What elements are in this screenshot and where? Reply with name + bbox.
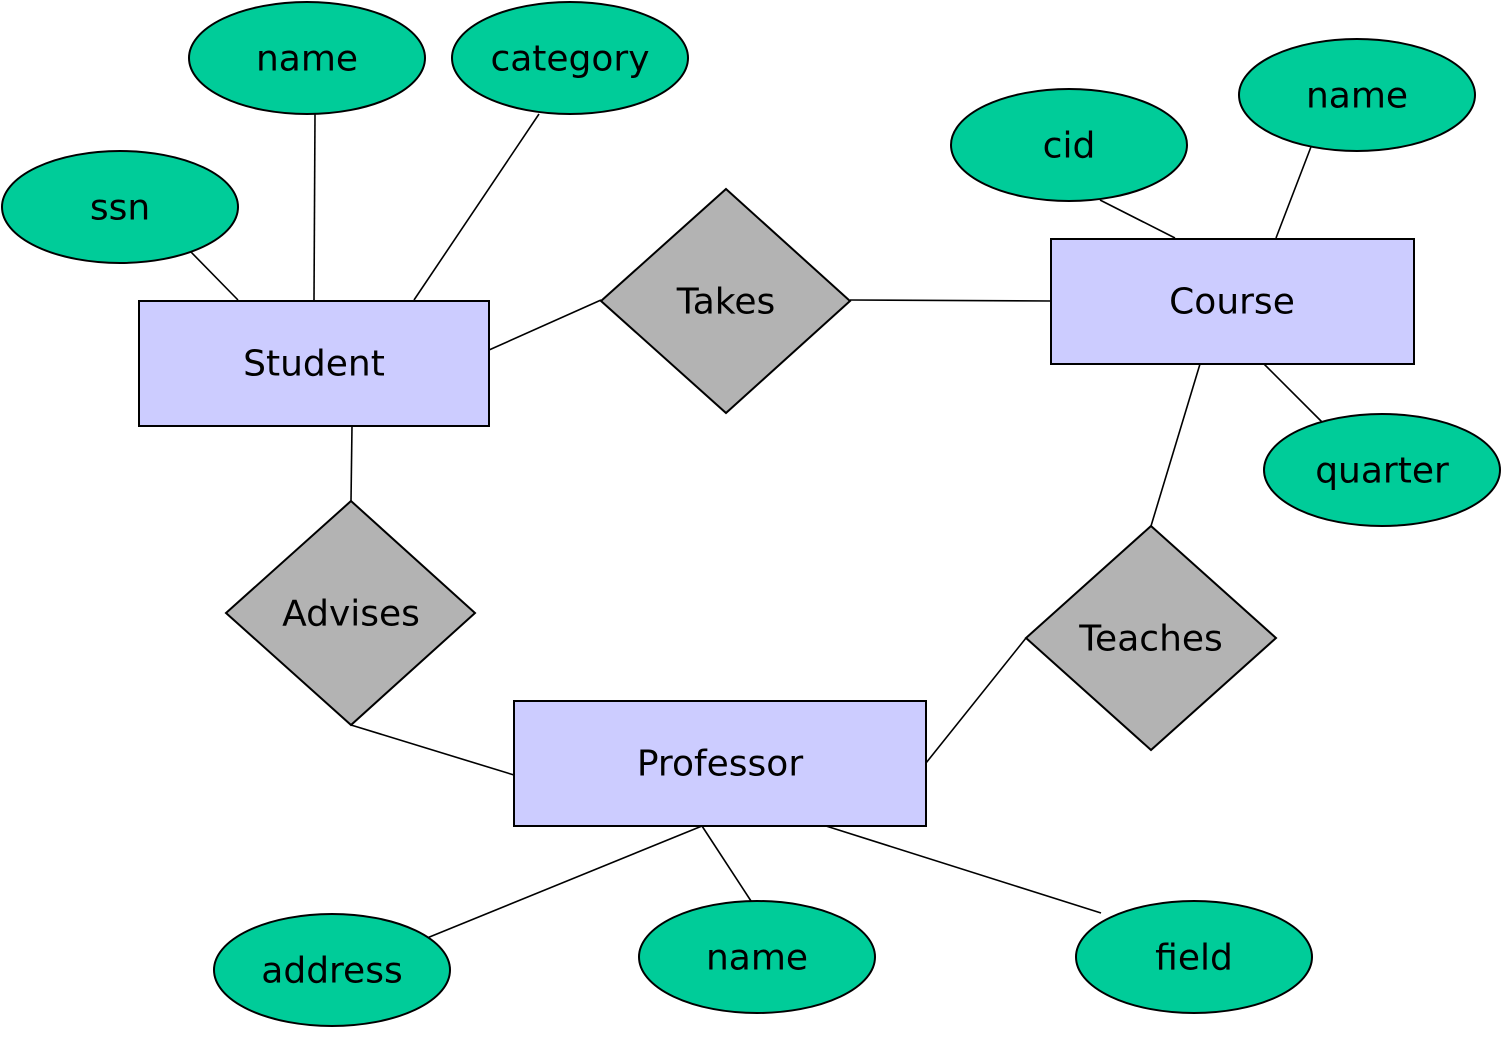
relationship-teaches[interactable]: Teaches	[1024, 524, 1278, 752]
relationship-advises[interactable]: Advises	[224, 499, 477, 727]
line-course-teaches	[1150, 363, 1201, 527]
attribute-student-category-label: category	[490, 39, 649, 80]
line-student-takes	[488, 299, 602, 351]
attribute-professor-address-label: address	[261, 951, 402, 992]
attribute-professor-field-oval	[1075, 900, 1313, 1014]
connector-lines	[189, 113, 1327, 939]
attribute-professor-name[interactable]: name	[638, 900, 876, 1014]
attribute-course-quarter-label: quarter	[1315, 451, 1449, 492]
attribute-student-name-oval	[188, 1, 426, 115]
line-takes-course	[849, 299, 1052, 302]
relationship-takes-diamond	[599, 187, 852, 415]
entity-student-label: Student	[243, 344, 385, 385]
attribute-course-cid-label: cid	[1043, 126, 1096, 167]
relationship-teaches-diamond	[1024, 524, 1278, 752]
attribute-student-ssn-label: ssn	[90, 188, 150, 229]
attribute-course-name-label: name	[1306, 76, 1408, 117]
attribute-student-name[interactable]: name	[188, 1, 426, 115]
attribute-course-quarter-oval	[1263, 413, 1501, 527]
attribute-student-category-oval	[451, 1, 689, 115]
entity-course-label: Course	[1169, 282, 1295, 323]
attribute-professor-name-label: name	[706, 938, 808, 979]
line-student-ssn	[189, 250, 239, 301]
relationship-advises-label: Advises	[282, 594, 420, 635]
entity-professor-box	[513, 700, 927, 827]
entity-student-box	[138, 300, 490, 427]
line-student-category	[413, 113, 540, 301]
line-professor-address	[426, 825, 703, 939]
relationship-takes[interactable]: Takes	[599, 187, 852, 415]
attribute-professor-name-oval	[638, 900, 876, 1014]
relationship-teaches-label: Teaches	[1078, 619, 1223, 660]
line-professor-name	[701, 825, 752, 902]
entity-course-box	[1050, 238, 1415, 365]
line-professor-field	[825, 825, 1102, 914]
line-teaches-professor	[925, 637, 1027, 764]
attribute-course-cid[interactable]: cid	[950, 88, 1188, 202]
attribute-student-category[interactable]: category	[451, 1, 689, 115]
line-course-quarter	[1263, 363, 1327, 427]
entity-course[interactable]: Course	[1050, 238, 1415, 365]
attribute-professor-field-label: field	[1155, 938, 1233, 979]
attribute-course-name-oval	[1238, 38, 1476, 152]
relationship-advises-diamond	[224, 499, 477, 727]
line-course-name	[1275, 138, 1315, 239]
attribute-course-cid-oval	[950, 88, 1188, 202]
attribute-professor-address[interactable]: address	[213, 913, 451, 1027]
attribute-course-name[interactable]: name	[1238, 38, 1476, 152]
attribute-course-quarter[interactable]: quarter	[1263, 413, 1501, 527]
entity-student[interactable]: Student	[138, 300, 490, 427]
attribute-student-ssn-oval	[1, 150, 239, 264]
line-student-name	[313, 113, 316, 301]
attribute-professor-field[interactable]: field	[1075, 900, 1313, 1014]
attribute-student-name-label: name	[256, 39, 358, 80]
entity-professor[interactable]: Professor	[513, 700, 927, 827]
attribute-student-ssn[interactable]: ssn	[1, 150, 239, 264]
relationship-takes-label: Takes	[676, 282, 776, 323]
attribute-professor-address-oval	[213, 913, 451, 1027]
line-course-cid	[1099, 199, 1176, 239]
entity-professor-label: Professor	[637, 744, 803, 785]
line-advises-professor	[350, 724, 515, 776]
line-student-advises	[350, 425, 353, 502]
